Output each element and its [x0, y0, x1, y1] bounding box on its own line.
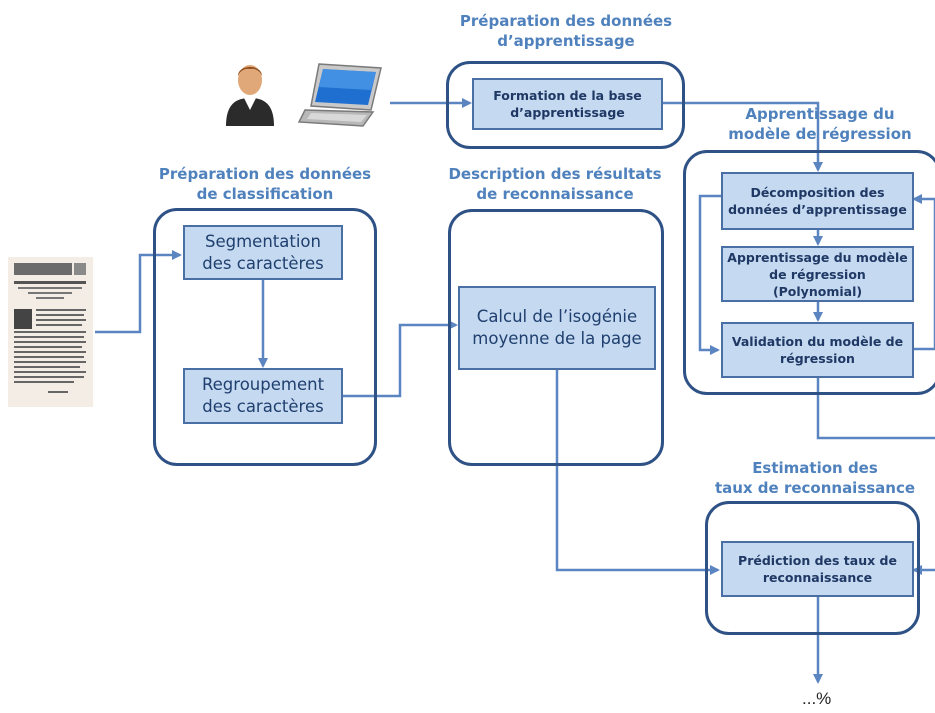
- validation-box: Validation du modèle de régression: [721, 322, 914, 378]
- regression-model-box: Apprentissage du modèle de régression (P…: [721, 246, 914, 302]
- user-icon: [226, 65, 274, 126]
- document-page-icon: [8, 257, 93, 407]
- arrow-validation-to-exit: [816, 378, 935, 440]
- training-prep-title: Préparation des données d’apprentissage: [459, 12, 673, 50]
- arrow-training-base-to-decomposition: [663, 101, 823, 172]
- results-description-title: Description des résultats de reconnaissa…: [448, 165, 662, 203]
- training-base-box: Formation de la base d’apprentissage: [472, 78, 663, 130]
- laptop-icon: [297, 63, 382, 127]
- classification-prep-title: Préparation des données de classificatio…: [158, 165, 372, 203]
- segmentation-box: Segmentation des caractères: [183, 225, 343, 280]
- isogeny-box: Calcul de l’isogénie moyenne de la page: [458, 286, 656, 370]
- recognition-rate-output: ...%: [802, 689, 832, 708]
- grouping-box: Regroupement des caractères: [183, 368, 343, 424]
- rate-estimation-container: [705, 501, 920, 635]
- regression-learning-container: [683, 150, 935, 395]
- arrow-validation-loop-to-decomposition: [912, 194, 935, 351]
- prediction-box: Prédiction des taux de reconnaissance: [721, 541, 914, 597]
- classification-prep-container: [153, 208, 377, 466]
- training-prep-container: [446, 61, 685, 149]
- arrow-document-to-segmentation: [95, 250, 182, 334]
- rate-estimation-title: Estimation des taux de reconnaissance: [714, 459, 916, 497]
- regression-learning-title: Apprentissage du modèle de régression: [728, 105, 912, 143]
- decomposition-box: Décomposition des données d’apprentissag…: [721, 172, 914, 230]
- arrow-decomposition-loop-to-validation: [698, 194, 721, 355]
- arrow-isogeny-to-prediction: [555, 370, 720, 575]
- arrow-grouping-to-isogeny: [341, 320, 458, 398]
- results-description-container: [448, 209, 664, 466]
